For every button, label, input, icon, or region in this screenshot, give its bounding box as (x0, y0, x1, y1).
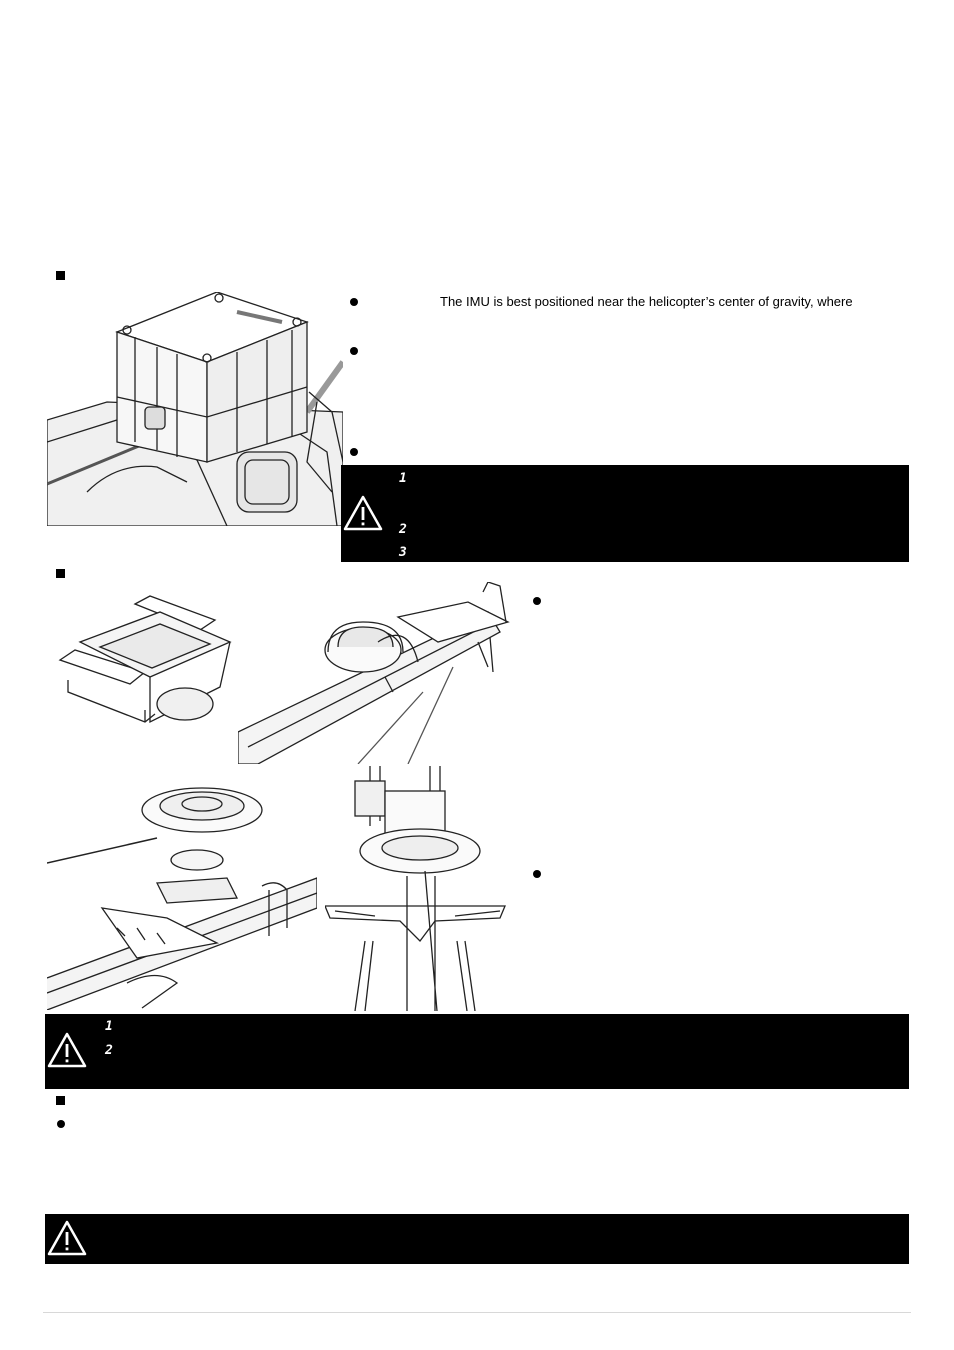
gps-tailboom-figure (238, 582, 516, 764)
section-bullet-3 (56, 1096, 65, 1105)
section-bullet-imu (56, 271, 65, 280)
final-warning-box (45, 1214, 909, 1264)
imu-bullet-1-text: The IMU is best positioned near the heli… (440, 294, 853, 309)
imu-mount-figure (47, 292, 343, 526)
gps-module-figure (47, 768, 317, 1010)
imu-warning-box: 1 2 3 (341, 465, 909, 562)
section-bullet-gps (56, 569, 65, 578)
imu-warning-item-1: 1 (399, 471, 407, 486)
imu-bullet-1 (350, 298, 358, 306)
warning-triangle-icon (343, 495, 383, 531)
footer-rule (43, 1312, 911, 1313)
section-3-bullet-1 (57, 1120, 65, 1128)
gps-warning-box: 1 2 (45, 1014, 909, 1089)
gps-bracket-figure (50, 592, 240, 732)
gps-bullet-1 (533, 597, 541, 605)
gps-front-view-figure (325, 766, 510, 1011)
warning-triangle-icon (47, 1032, 87, 1068)
gps-warning-item-2: 2 (105, 1043, 113, 1058)
imu-warning-item-2: 2 (399, 522, 407, 537)
gps-warning-item-1: 1 (105, 1019, 113, 1034)
imu-warning-item-3: 3 (399, 545, 407, 560)
imu-bullet-3 (350, 448, 358, 456)
warning-triangle-icon (47, 1220, 87, 1256)
imu-bullet-2 (350, 347, 358, 355)
gps-bullet-2 (533, 870, 541, 878)
